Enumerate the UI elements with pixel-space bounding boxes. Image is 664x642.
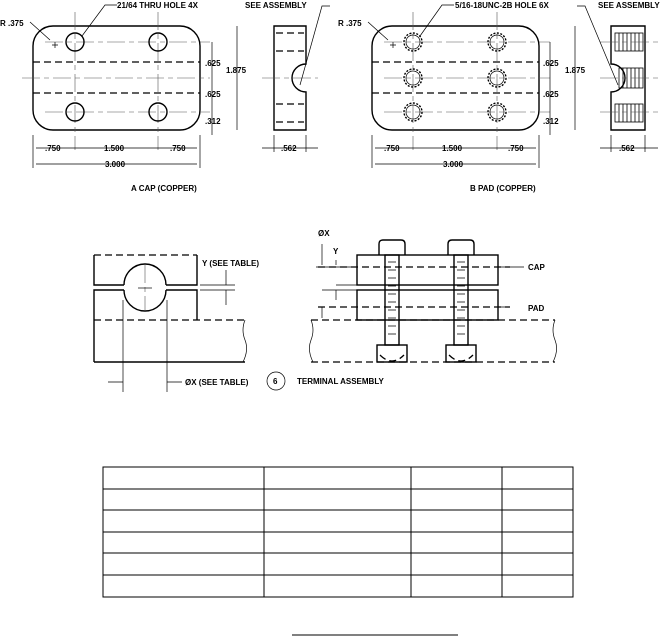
cap-plan-view: [22, 4, 318, 168]
terminal-assembly-view: [309, 239, 557, 363]
hole: [148, 32, 168, 52]
x-label: ØX: [318, 229, 330, 238]
dimension-table: [102, 466, 574, 598]
detail-number: 6: [273, 377, 278, 386]
dim-label: .750: [170, 144, 186, 153]
cap-side-view: [262, 5, 330, 131]
dim-label: 1.500: [442, 144, 463, 153]
pad-radius-label: R .375: [338, 19, 362, 28]
assembly-title: TERMINAL ASSEMBLY: [297, 377, 384, 386]
y-see-table-note: Y (SEE TABLE): [202, 259, 259, 268]
dim-label: 1.875: [226, 66, 247, 75]
hole: [65, 102, 85, 122]
cap-hole-note: 21/64 THRU HOLE 4X: [117, 1, 199, 10]
pad-hole-note: 5/16-18UNC-2B HOLE 6X: [455, 1, 549, 10]
detail-callout-circle: [266, 371, 286, 391]
hole: [65, 32, 85, 52]
dim-label: .750: [384, 144, 400, 153]
cap-radius-label: R .375: [0, 19, 24, 28]
dim-label: .625: [543, 59, 559, 68]
dim-label: .750: [45, 144, 61, 153]
pad-label: PAD: [528, 304, 545, 313]
dim-label: .750: [508, 144, 524, 153]
pad-title: B PAD (COPPER): [470, 184, 536, 193]
dim-label: .625: [205, 90, 221, 99]
hole: [148, 102, 168, 122]
cap-title: A CAP (COPPER): [131, 184, 197, 193]
terminal-section-view: [93, 254, 247, 392]
pad-plan-view: [367, 4, 658, 168]
dim-label: 1.875: [565, 66, 586, 75]
dim-label: 3.000: [105, 160, 126, 169]
dim-label: .625: [543, 90, 559, 99]
dim-label: .625: [205, 59, 221, 68]
cap-see-assembly: SEE ASSEMBLY: [245, 1, 307, 10]
dim-label: 1.500: [104, 144, 125, 153]
dim-label: .562: [619, 144, 635, 153]
y-label: Y: [333, 247, 339, 256]
pad-side-view: [577, 5, 658, 131]
x-see-table-note: ØX (SEE TABLE): [185, 378, 249, 387]
cap-label: CAP: [528, 263, 546, 272]
pad-see-assembly: SEE ASSEMBLY: [598, 1, 660, 10]
dim-label: .562: [281, 144, 297, 153]
dim-label: 3.000: [443, 160, 464, 169]
dim-label: .312: [543, 117, 559, 126]
dim-label: .312: [205, 117, 221, 126]
